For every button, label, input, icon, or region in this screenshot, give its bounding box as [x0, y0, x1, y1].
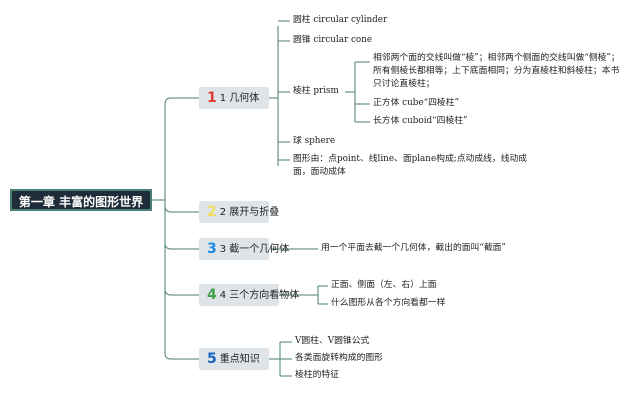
branch-number: 2 — [207, 204, 217, 220]
branch-label: 重点知识 — [219, 354, 260, 365]
leaf-cuboid[interactable]: 长方体 cuboid“四棱柱” — [373, 116, 468, 126]
leaf-cube[interactable]: 正方体 cube“四棱柱” — [373, 98, 460, 108]
leaf-sphere[interactable]: 球 sphere — [293, 136, 336, 146]
link-b1-children — [269, 20, 290, 166]
leaf-prism[interactable]: 棱柱 prism — [293, 86, 339, 96]
link-b5-children — [269, 341, 292, 377]
leaf-cone[interactable]: 圆锥 circular cone — [293, 35, 373, 45]
branch-label: 2 展开与折叠 — [219, 207, 280, 218]
leaf-rotation[interactable]: 各类面旋转构成的图形 — [295, 353, 383, 363]
leaf-section-definition[interactable]: 用一个平面去截一个几何体，截出的面叫“截面” — [321, 243, 506, 253]
leaf-point-line-plane[interactable]: 图形由：点point、线line、面plane构成;点动成线，线动成面，面动成体 — [293, 154, 528, 177]
branch-label: 3 截一个几何体 — [219, 244, 290, 255]
root-node[interactable]: 第一章 丰富的图形世界 — [10, 189, 152, 211]
leaf-prism-definition[interactable]: 相邻两个面的交线叫做“棱”；相邻两个侧面的交线叫做“侧棱”；所有侧棱长都相等；上… — [373, 53, 620, 89]
link-root-branch-5 — [164, 200, 199, 360]
branch-number: 1 — [207, 90, 217, 106]
branch-number: 3 — [207, 241, 217, 257]
branch-label: 4 三个方向看物体 — [219, 290, 300, 301]
leaf-volume-formula[interactable]: V圆柱、V圆锥公式 — [295, 336, 370, 346]
leaf-cylinder[interactable]: 圆柱 circular cylinder — [293, 15, 388, 25]
link-root-branch-4 — [164, 200, 199, 296]
leaf-same-shape[interactable]: 什么图形从各个方向看都一样 — [331, 298, 446, 308]
link-root-branch-3 — [164, 200, 199, 250]
leaf-prism-features[interactable]: 棱柱的特征 — [295, 370, 339, 380]
link-root-branch-1 — [152, 97, 199, 201]
link-b4-children — [269, 285, 328, 305]
branch-number: 5 — [207, 351, 217, 367]
branch-number: 4 — [207, 287, 217, 303]
branch-label: 1 几何体 — [219, 93, 260, 104]
leaf-views[interactable]: 正面、侧面（左、右）上面 — [331, 280, 437, 290]
link-root-branch-2 — [164, 200, 199, 213]
link-prism-children — [345, 61, 370, 123]
